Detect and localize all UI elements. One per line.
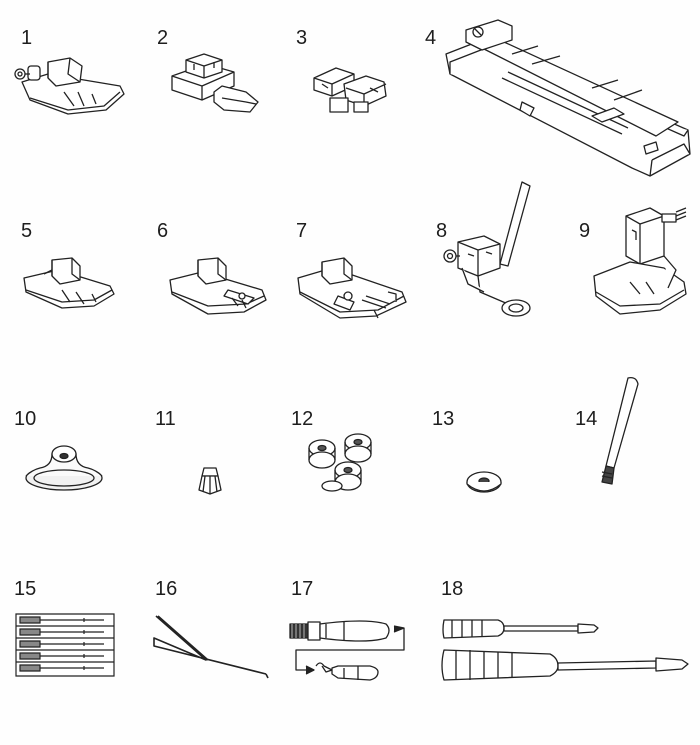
needle-pack-icon [14,612,116,678]
item-number-2: 2 [157,27,169,49]
item-number-3: 3 [296,27,308,49]
seam-ripper-brush-icon [286,610,412,686]
item-number-18: 18 [441,578,464,600]
item-number-7: 7 [296,220,308,242]
quarter-inch-foot-icon [296,256,408,322]
blind-stitch-foot-icon [168,254,270,316]
item-number-15: 15 [14,578,37,600]
item-number-17: 17 [291,578,314,600]
item-number-8: 8 [436,220,448,242]
additional-spool-pin-icon [598,376,644,492]
zigzag-presser-foot-icon [8,52,126,116]
darning-foot-icon [438,180,538,322]
overcasting-foot-icon [308,58,390,116]
bobbins-icon [300,430,380,500]
screwdrivers-icon [438,612,694,688]
item-number-5: 5 [21,220,33,242]
edge-guide-icon [150,612,270,682]
zipper-foot-icon [166,50,264,116]
item-number-14: 14 [575,408,598,430]
item-number-13: 13 [432,408,455,430]
item-number-1: 1 [21,27,33,49]
spool-cap-icon [22,436,106,494]
buttonhole-foot-icon [442,18,692,178]
item-number-4: 4 [425,27,437,49]
spool-felt-icon [464,466,504,496]
satin-stitch-foot-icon [22,256,118,310]
item-number-12: 12 [291,408,314,430]
item-number-10: 10 [14,408,37,430]
spool-pin-felt-icon [196,466,224,496]
item-number-9: 9 [579,220,591,242]
item-number-6: 6 [157,220,169,242]
item-number-11: 11 [155,408,176,430]
walking-foot-icon [590,206,690,318]
item-number-16: 16 [155,578,178,600]
